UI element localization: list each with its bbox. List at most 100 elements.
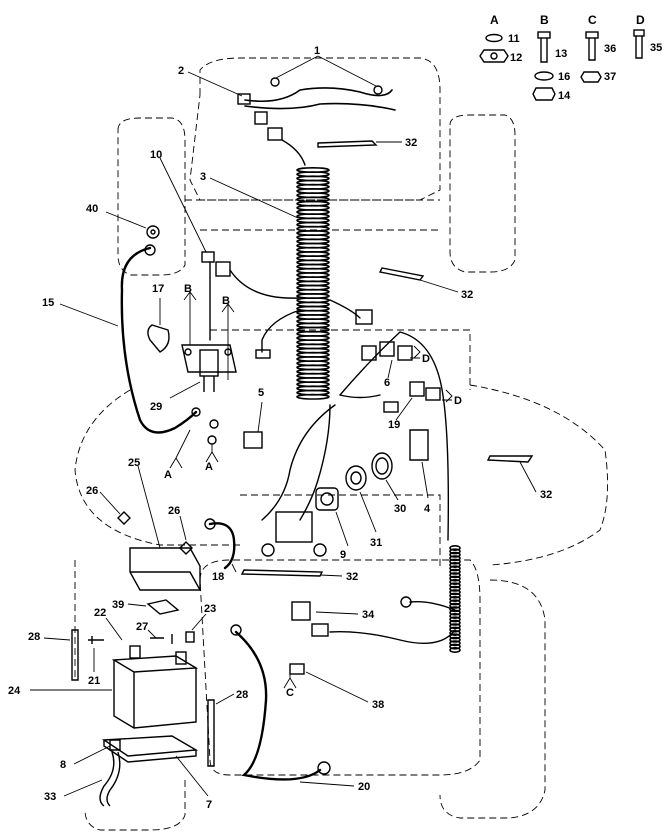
battery-group: 25 26 26 18 39 24 21 22 27 23 28 — [8, 457, 370, 811]
part-37-label: 37 — [604, 71, 616, 83]
callout-38: 38 — [372, 699, 384, 711]
part-11-label: 11 — [508, 33, 520, 45]
coil-loop — [449, 558, 461, 565]
coil-loop — [449, 589, 461, 596]
fuse-holder-34-icon — [291, 601, 311, 621]
callout-34: 34 — [362, 609, 375, 621]
coil-loop — [449, 626, 461, 633]
ground-cable-15 — [120, 246, 198, 434]
callout-30: 30 — [394, 503, 406, 515]
harness-connector-icon — [237, 93, 251, 105]
part-16-label: 16 — [558, 71, 570, 83]
callout-22: 22 — [94, 607, 106, 619]
callout-26-right: 26 — [168, 505, 180, 517]
coil-icon — [296, 167, 330, 400]
callout-5: 5 — [258, 387, 264, 399]
coil-loop — [449, 595, 461, 602]
solenoid-mount-icon — [181, 344, 237, 373]
ref-b-right: B — [222, 295, 230, 307]
callout-33: 33 — [44, 791, 56, 803]
ignition-module-icon — [275, 511, 313, 543]
part-12-label: 12 — [510, 52, 522, 64]
nut-14-icon — [532, 87, 556, 101]
callout-24: 24 — [8, 685, 21, 697]
rear-coil-icon — [449, 544, 461, 653]
callout-19: 19 — [388, 419, 400, 431]
ref-c: C — [286, 687, 294, 699]
coil-loop — [449, 544, 461, 551]
vent-tube-33-icon — [99, 751, 121, 807]
callout-3: 3 — [200, 171, 206, 183]
ref-a-right: A — [205, 461, 213, 473]
solenoid-group: 40 15 17 29 B B A A — [42, 203, 237, 481]
part-35-label: 35 — [650, 42, 662, 54]
callout-7: 7 — [206, 799, 212, 811]
ref-d-top: D — [422, 353, 430, 365]
callout-23: 23 — [204, 603, 216, 615]
coil-loop — [449, 578, 461, 585]
negative-cable-20 — [234, 630, 322, 781]
callout-21: 21 — [88, 675, 100, 687]
coil-loop — [449, 568, 461, 575]
locknut-31-icon — [345, 465, 367, 491]
switch-19-icon — [409, 381, 425, 397]
nut-37-icon — [580, 71, 602, 83]
coil-loop — [449, 640, 461, 647]
coil-loop — [449, 606, 461, 613]
callout-32-mid: 32 — [461, 289, 473, 301]
callout-39: 39 — [112, 599, 124, 611]
callout-6: 6 — [384, 377, 390, 389]
callout-25: 25 — [128, 457, 140, 469]
plug-5-icon — [243, 431, 263, 449]
coil-loop — [449, 551, 461, 558]
terminal-27-icon — [150, 634, 173, 644]
switch-6a-icon — [361, 345, 377, 361]
hex-nut-icon — [479, 49, 509, 63]
ring-terminal-40-icon — [146, 225, 160, 239]
battery-24-icon — [113, 660, 197, 729]
module-4-icon — [409, 429, 429, 461]
coil-loop — [449, 612, 461, 619]
positive-cable-18 — [208, 522, 236, 570]
connector-10-icon — [201, 251, 215, 263]
key-letter-a: A — [490, 13, 499, 27]
screw-35-head-icon — [633, 29, 645, 37]
wing-nut-26-left-icon — [117, 511, 131, 525]
coil-loop — [449, 572, 461, 579]
coil-loop — [449, 592, 461, 599]
rod-28-left-icon — [71, 629, 79, 681]
coil-loop — [449, 616, 461, 623]
callout-18: 18 — [212, 571, 224, 583]
coil-loop — [449, 548, 461, 555]
ref-a-left: A — [164, 469, 172, 481]
coil-loop — [449, 575, 461, 582]
bolt-21-icon — [88, 636, 104, 644]
ref-d-bottom: D — [454, 395, 462, 407]
solenoid-body-icon — [199, 349, 219, 377]
coil-loop — [449, 599, 461, 606]
callout-27: 27 — [136, 621, 148, 633]
callout-31: 31 — [370, 537, 382, 549]
coil-loop — [449, 646, 461, 653]
callout-9: 9 — [340, 549, 346, 561]
part-13-label: 13 — [555, 48, 567, 60]
coil-loop — [449, 561, 461, 568]
coil-loop — [449, 623, 461, 630]
headlight-harness: 1 2 — [178, 45, 396, 141]
part-14-label: 14 — [558, 90, 571, 102]
part-36-label: 36 — [604, 43, 616, 55]
coil-loop — [449, 643, 461, 650]
coil-loop — [449, 555, 461, 562]
hardware-key: A B C D 11 12 13 16 14 36 37 35 — [479, 13, 662, 102]
diode-38-icon — [289, 663, 305, 675]
callout-8: 8 — [60, 759, 66, 771]
coil-loop — [449, 619, 461, 626]
callout-32-bottom: 32 — [346, 571, 358, 583]
ignition-group: 9 31 30 4 — [261, 429, 431, 561]
ignition-switch-9-icon — [315, 487, 339, 511]
rear-harness: 34 C 38 — [283, 544, 461, 711]
coiled-harness: 3 — [200, 139, 330, 400]
callout-20: 20 — [358, 781, 370, 793]
